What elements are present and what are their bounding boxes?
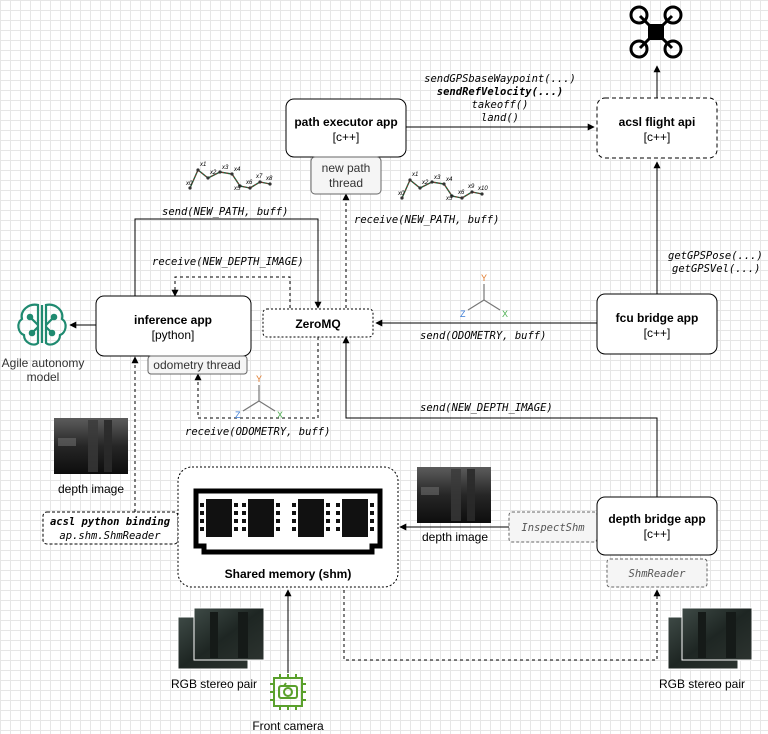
- python-binding-box: acsl python binding ap.shm.ShmReader: [42, 511, 179, 545]
- api-call-velocity: sendRefVelocity(...): [437, 86, 563, 98]
- fcu-bridge-lang: [c++]: [644, 326, 671, 340]
- label-receive-odometry: receive(ODOMETRY, buff): [185, 426, 330, 438]
- axis-label-x: X: [502, 309, 508, 319]
- path-point-label: x4: [233, 167, 241, 173]
- path-point-label: x0: [397, 191, 405, 197]
- path-sketch-top: x0 x1 x2 x3 x4 x5 x6 x7 x8: [185, 162, 273, 192]
- axis-label-z: Z: [460, 309, 466, 319]
- python-binding-class: ap.shm.ShmReader: [59, 530, 161, 542]
- odometry-thread-label: odometry thread: [153, 358, 240, 372]
- flight-api-lang: [c++]: [644, 130, 671, 144]
- fcu-bridge-app: fcu bridge app [c++]: [596, 293, 718, 355]
- shared-memory-box: Shared memory (shm): [177, 466, 399, 588]
- flight-api-title: acsl flight api: [619, 115, 696, 129]
- depth-bridge-lang: [c++]: [644, 527, 671, 541]
- label-receive-new-path: receive(NEW_PATH, buff): [354, 214, 499, 226]
- edge-inference-to-zeromq: [134, 218, 322, 309]
- model-label-line1: Agile autonomy: [2, 356, 85, 370]
- path-point-label: x3: [221, 165, 229, 171]
- path-point-label: x2: [209, 170, 217, 176]
- rgb-stereo-left-label: RGB stereo pair: [171, 677, 257, 691]
- connectors: [69, 65, 661, 673]
- camera-icon: [270, 674, 306, 710]
- new-path-thread-line1: new path: [322, 161, 371, 175]
- depth-bridge-app: depth bridge app [c++]: [596, 496, 718, 556]
- path-point-label: x5: [445, 196, 453, 202]
- path-point-label: x1: [199, 162, 206, 168]
- shm-reader-box: ShmReader: [606, 558, 708, 588]
- axis-label-z: Z: [235, 410, 241, 420]
- label-send-new-path: send(NEW_PATH, buff): [162, 206, 288, 218]
- depth-bridge-title: depth bridge app: [608, 512, 705, 526]
- drone-icon: [629, 5, 683, 59]
- axes-icon-top: Y X Z: [460, 273, 508, 319]
- api-calls-label: sendGPSbaseWaypoint(...) sendRefVelocity…: [424, 73, 576, 124]
- label-get-gps-pose: getGPSPose(...): [668, 250, 763, 262]
- shared-memory-label: Shared memory (shm): [225, 567, 352, 581]
- odometry-thread: odometry thread: [147, 355, 248, 375]
- path-point-label: x10: [477, 186, 488, 192]
- dashed-connectors: [131, 193, 661, 661]
- path-executor-title: path executor app: [294, 115, 397, 129]
- depth-image-middle-label: depth image: [422, 530, 488, 544]
- model-label-line2: model: [27, 370, 60, 384]
- api-call-waypoint: sendGPSbaseWaypoint(...): [424, 73, 576, 85]
- inspect-shm-box: InspectShm: [508, 511, 598, 543]
- path-point-label: x6: [457, 190, 465, 196]
- fcu-bridge-title: fcu bridge app: [616, 311, 699, 325]
- edge-depth-bridge-to-zeromq: [342, 336, 658, 497]
- path-point-label: x8: [265, 176, 273, 182]
- acsl-flight-api: acsl flight api [c++]: [596, 97, 718, 159]
- path-point-label: x3: [433, 175, 441, 181]
- path-point-label: x4: [445, 177, 453, 183]
- axis-label-x: X: [277, 410, 283, 420]
- inference-lang: [python]: [152, 328, 195, 342]
- edge-shm-to-shm-reader: [343, 589, 661, 661]
- ram-chip-icon: [193, 488, 383, 555]
- zeromq-label: ZeroMQ: [295, 317, 340, 331]
- depth-image-left-label: depth image: [58, 482, 124, 496]
- zeromq-box: ZeroMQ: [262, 308, 374, 338]
- axis-label-y: Y: [481, 273, 487, 283]
- neural-network-icon: [17, 303, 67, 346]
- rgb-stereo-right: [667, 607, 753, 670]
- label-send-odometry: send(ODOMETRY, buff): [420, 330, 546, 342]
- path-point-label: x5: [233, 186, 241, 192]
- label-get-gps-vel: getGPSVel(...): [672, 263, 761, 275]
- depth-image-middle: [417, 467, 491, 523]
- inspect-shm-label: InspectShm: [521, 522, 585, 534]
- shm-reader-label: ShmReader: [629, 568, 687, 580]
- api-call-land: land(): [481, 112, 519, 124]
- path-point-label: x1: [411, 172, 418, 178]
- front-camera-label: Front camera: [252, 719, 324, 733]
- inference-title: inference app: [134, 313, 212, 327]
- label-send-new-depth: send(NEW_DEPTH_IMAGE): [420, 402, 553, 414]
- axes-icon-bottom: Y X Z: [235, 374, 283, 420]
- edge-zeromq-to-odometry-thread: [194, 337, 319, 419]
- path-point-label: x0: [185, 181, 193, 187]
- new-path-thread: new path thread: [310, 156, 382, 195]
- python-binding-title: acsl python binding: [50, 516, 171, 528]
- depth-image-left: [54, 418, 128, 474]
- new-path-thread-line2: thread: [329, 176, 363, 190]
- path-point-label: x2: [421, 180, 429, 186]
- label-receive-new-depth: receive(NEW_DEPTH_IMAGE): [152, 256, 304, 268]
- axis-label-y: Y: [256, 374, 262, 384]
- api-call-takeoff: takeoff(): [472, 99, 529, 111]
- path-point-label: x9: [467, 184, 475, 190]
- rgb-stereo-left: [177, 607, 265, 670]
- path-executor-lang: [c++]: [333, 130, 360, 144]
- path-point-label: x7: [255, 174, 263, 180]
- inference-app: inference app [python]: [95, 295, 252, 357]
- path-point-label: x6: [245, 180, 253, 186]
- path-sketch-bottom: x0 x1 x2 x3 x4 x5 x6 x9 x10: [397, 172, 488, 202]
- rgb-stereo-right-label: RGB stereo pair: [659, 677, 745, 691]
- path-executor-app: path executor app [c++]: [285, 98, 407, 158]
